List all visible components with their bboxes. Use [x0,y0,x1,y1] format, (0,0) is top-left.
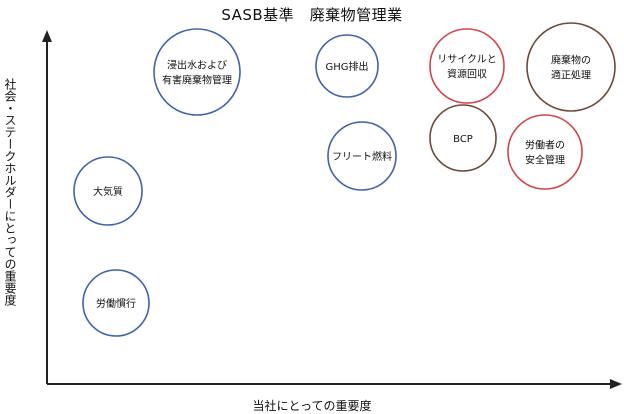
bubble-group: 浸出水および有害廃棄物管理GHG排出リサイクルと資源回収廃棄物の適正処理BCPフ… [73,22,616,337]
x-axis-label: 当社にとっての重要度 [252,399,372,413]
axes [42,30,622,389]
bubble-circle [315,34,379,98]
bubble-label: 廃棄物の [551,54,591,67]
bubble-label: 資源回収 [447,68,487,81]
bubble-label: 適正処理 [551,69,591,82]
bubble-circle [429,28,505,104]
bubble-circle [429,104,497,172]
bubble-label: リサイクルと [437,54,497,66]
bubble-label: フリート燃料 [332,150,392,163]
bubble: BCP [429,104,497,172]
bubble-label: 大気質 [93,185,123,198]
bubble-circle [327,121,397,191]
x-axis-arrow-icon [610,379,622,389]
bubble-label: 安全管理 [525,154,565,167]
bubble: GHG排出 [315,34,379,98]
bubble-circle [153,28,241,116]
bubble-label: 労働者の [525,139,565,152]
y-axis-label: 社会・ステークホルダーにとっての重要度 [3,78,17,306]
bubble: 大気質 [73,156,143,226]
bubble: 労働慣行 [82,269,150,337]
bubble: フリート燃料 [327,121,397,191]
bubble-circle [526,22,616,112]
bubble-circle [507,114,583,190]
bubble-label: 浸出水および [167,59,227,72]
chart-title: SASB基準 廃棄物管理業 [221,6,403,24]
bubble-circle [82,269,150,337]
y-axis-arrow-icon [42,30,52,42]
bubble-label: 有害廃棄物管理 [162,74,232,87]
bubble-label: 労働慣行 [96,297,136,310]
bubble-circle [73,156,143,226]
bubble-label: BCP [453,134,473,145]
bubble-label: GHG排出 [325,60,368,73]
